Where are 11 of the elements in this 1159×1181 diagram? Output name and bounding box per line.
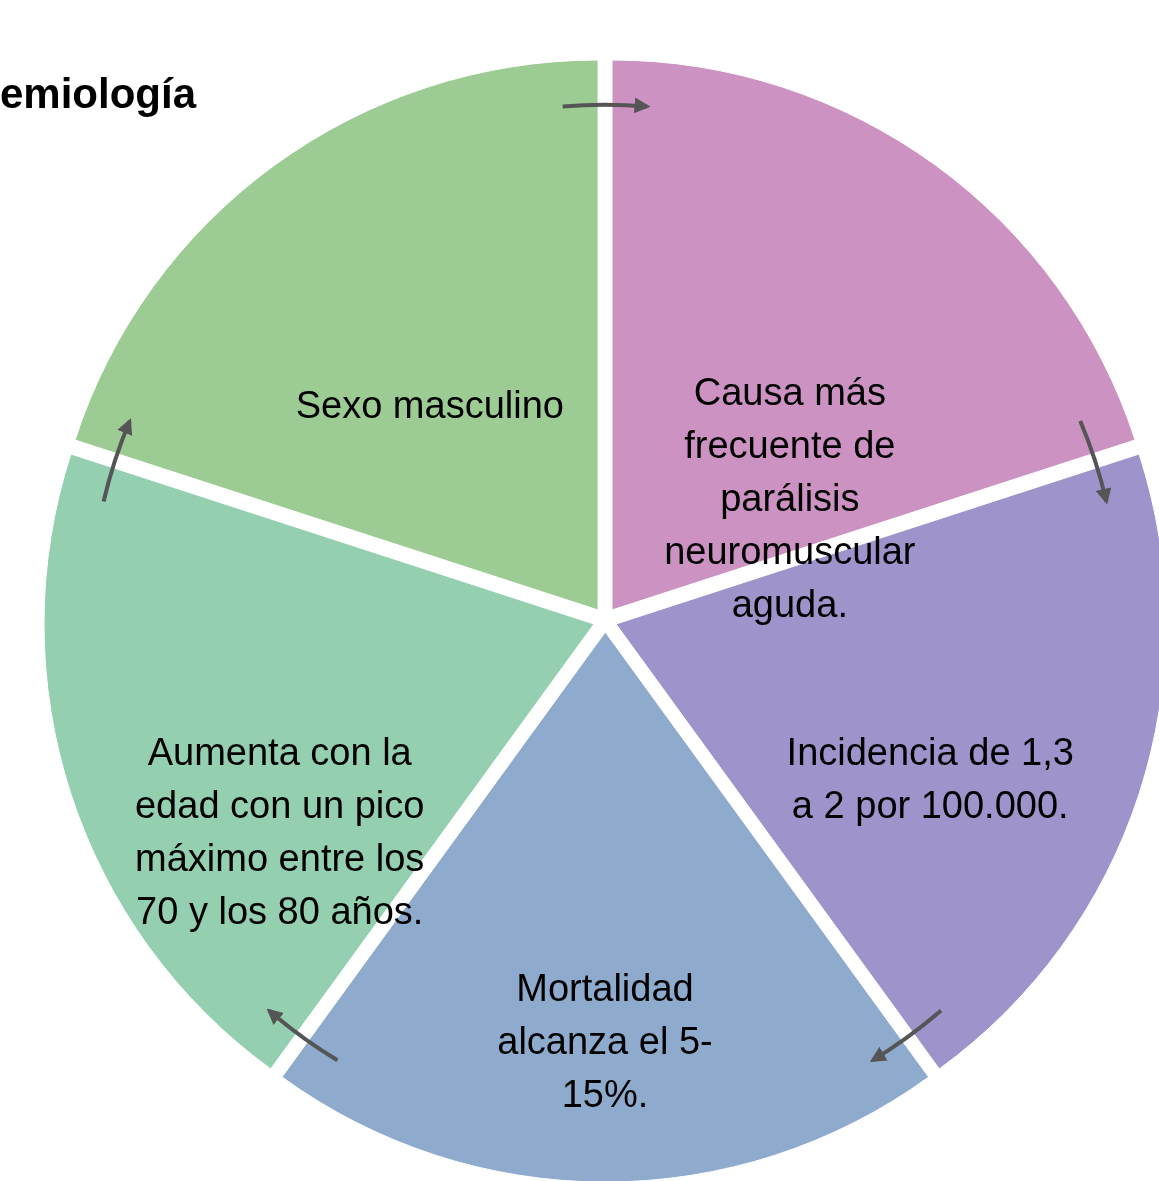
segment-text: Aumenta con la edad con un pico máximo entre los 70 y los 80 años. (134, 729, 426, 934)
segment-text: Mortalidad alcanza el 5-15%. (496, 966, 714, 1117)
segment-text: Incidencia de 1,3 a 2 por 100.000. (785, 729, 1075, 828)
arrow (1078, 420, 1111, 505)
segment-text: Sexo masculino (294, 382, 565, 428)
segment-text: Causa más frecuente de parálisis neuromuscular aguda. (663, 369, 917, 627)
arrow (101, 418, 133, 502)
arrow (266, 1008, 339, 1062)
arrow (869, 1009, 943, 1062)
arrow (562, 97, 651, 114)
title: emiología (0, 70, 197, 118)
